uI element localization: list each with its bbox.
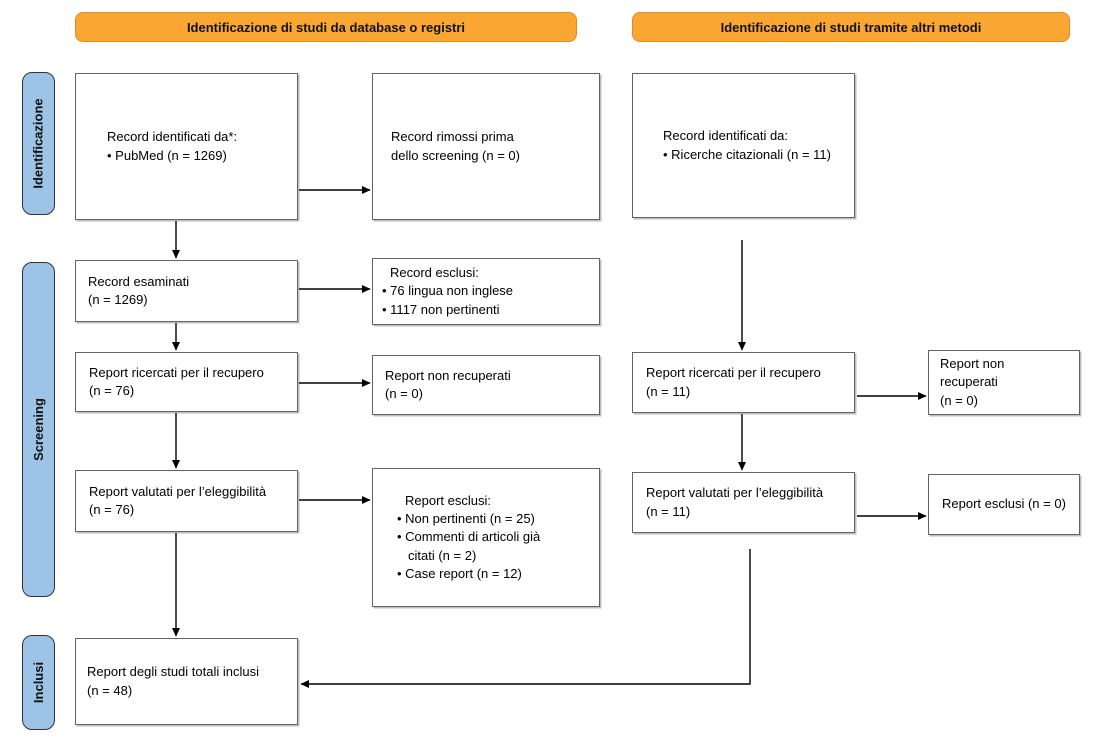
box-records-removed-before-screening: Record rimossi prima dello screening (n …	[372, 73, 600, 220]
box-line: • Commenti di articoli già	[397, 529, 541, 545]
box-records-identified-other: Record identificati da: • Ricerche citaz…	[632, 73, 855, 218]
box-line: Record identificati da:	[663, 128, 789, 144]
box-line: Report ricercati per il recupero	[646, 365, 821, 381]
box-line: Record identificati da*:	[107, 129, 238, 145]
box-reports-not-retrieved-other: Report non recuperati (n = 0)	[928, 350, 1080, 415]
box-line: Record esaminati	[88, 273, 190, 289]
box-studies-included: Report degli studi totali inclusi (n = 4…	[75, 638, 298, 725]
box-line: • 1117 non pertinenti	[382, 301, 500, 317]
box-line: Report non	[940, 356, 1005, 372]
header-other-methods: Identificazione di studi tramite altri m…	[632, 12, 1070, 42]
box-reports-excluded-db: Report esclusi: • Non pertinenti (n = 25…	[372, 468, 600, 607]
box-line: (n = 11)	[646, 503, 691, 519]
box-records-screened: Record esaminati (n = 1269)	[75, 260, 298, 322]
box-line: Report degli studi totali inclusi	[87, 664, 259, 680]
box-line: Report esclusi:	[405, 492, 491, 508]
box-reports-assessed-other: Report valutati per l’eleggibilità (n = …	[632, 472, 855, 533]
box-reports-not-retrieved-db: Report non recuperati (n = 0)	[372, 355, 600, 415]
box-line: (n = 76)	[89, 383, 135, 398]
box-line: recuperati	[940, 374, 998, 390]
stage-included-label: Inclusi	[31, 661, 46, 704]
stage-screening-label: Screening	[31, 398, 47, 461]
box-line: Report ricercati per il recupero	[89, 364, 264, 380]
box-line: (n = 1269)	[88, 292, 148, 307]
box-line: • 76 lingua non inglese	[382, 283, 514, 299]
box-records-excluded: Record esclusi: • 76 lingua non inglese …	[372, 258, 600, 325]
box-line: (n = 0)	[940, 392, 978, 408]
box-reports-assessed-db: Report valutati per l’eleggibilità (n = …	[75, 470, 298, 532]
stage-included: Inclusi	[22, 635, 55, 730]
box-line: citati (n = 2)	[408, 547, 477, 563]
box-line: (n = 48)	[87, 682, 133, 698]
box-reports-sought-other: Report ricercati per il recupero (n = 11…	[632, 352, 855, 413]
box-line: Record rimossi prima	[391, 129, 514, 145]
box-line: (n = 11)	[646, 383, 691, 399]
box-reports-excluded-other: Report esclusi (n = 0)	[928, 474, 1080, 535]
box-line: Report valutati per l’eleggibilità	[646, 485, 824, 501]
box-line: Report non recuperati	[385, 367, 511, 383]
box-line: • Ricerche citazionali (n = 11)	[663, 146, 831, 162]
stage-identification-label: Identificazione	[31, 98, 47, 189]
box-line: • Non pertinenti (n = 25)	[397, 511, 535, 527]
box-line: dello screening (n = 0)	[391, 147, 520, 163]
box-line: (n = 76)	[89, 502, 135, 517]
box-line: Record esclusi:	[390, 265, 479, 281]
box-records-identified-db: Record identificati da*: • PubMed (n = 1…	[75, 73, 298, 220]
box-line: (n = 0)	[385, 386, 423, 401]
box-line: • PubMed (n = 1269)	[107, 147, 227, 163]
header-database-registers: Identificazione di studi da database o r…	[75, 12, 577, 42]
box-reports-sought-db: Report ricercati per il recupero (n = 76…	[75, 352, 298, 412]
stage-screening: Screening	[22, 262, 55, 597]
stage-identification: Identificazione	[22, 72, 55, 215]
box-line: Report esclusi (n = 0)	[942, 496, 1066, 512]
box-line: Report valutati per l’eleggibilità	[89, 483, 267, 499]
box-line: • Case report (n = 12)	[397, 565, 522, 581]
